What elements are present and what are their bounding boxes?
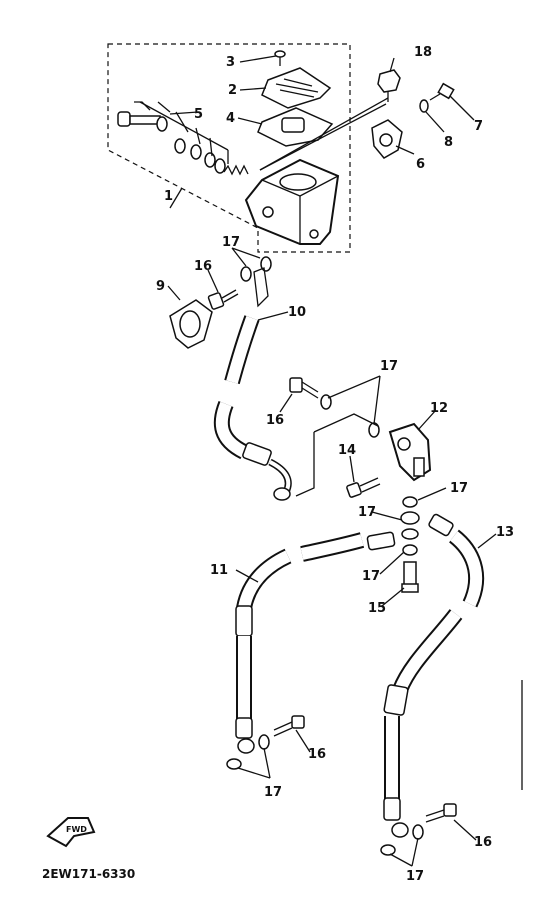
part-reservoir-cap bbox=[261, 67, 332, 109]
part-washer-left-a bbox=[226, 758, 242, 770]
part-washer-right-b bbox=[412, 824, 424, 840]
callout-13: 13 bbox=[496, 525, 514, 540]
callout-2: 2 bbox=[228, 83, 237, 98]
callout-17-top: 17 bbox=[222, 235, 240, 250]
callout-17-lower: 17 bbox=[362, 569, 380, 584]
callout-10: 10 bbox=[288, 305, 306, 320]
callout-3: 3 bbox=[226, 55, 235, 70]
callout-17-center: 17 bbox=[358, 505, 376, 520]
part-brake-joint bbox=[388, 422, 432, 482]
callout-14: 14 bbox=[338, 443, 356, 458]
callout-1: 1 bbox=[164, 189, 173, 204]
callout-17-joint: 17 bbox=[450, 481, 468, 496]
part-piston-kit bbox=[117, 101, 249, 176]
part-rubber-cover bbox=[169, 299, 213, 349]
part-holder bbox=[371, 119, 403, 159]
part-union-bolt-right bbox=[425, 803, 457, 823]
part-diaphragm bbox=[257, 107, 334, 147]
part-brake-hose-upper bbox=[213, 267, 292, 501]
part-washer-mid-a bbox=[320, 394, 332, 410]
callout-5: 5 bbox=[194, 107, 203, 122]
callout-9: 9 bbox=[156, 279, 165, 294]
part-washer-right-a bbox=[380, 844, 396, 856]
callout-16-left: 16 bbox=[308, 747, 326, 762]
callout-7: 7 bbox=[474, 119, 483, 134]
callout-16-mid: 16 bbox=[266, 413, 284, 428]
callout-17-left: 17 bbox=[264, 785, 282, 800]
callout-16-top: 16 bbox=[194, 259, 212, 274]
assembly-boundary bbox=[107, 43, 351, 253]
part-bolt-7 bbox=[429, 82, 455, 101]
callout-17-mid: 17 bbox=[380, 359, 398, 374]
part-cap-bolt bbox=[377, 69, 401, 102]
part-brake-hose-right bbox=[383, 513, 485, 838]
callout-12: 12 bbox=[430, 401, 448, 416]
callout-6: 6 bbox=[416, 157, 425, 172]
callout-4: 4 bbox=[226, 111, 235, 126]
part-union-bolt-mid bbox=[289, 377, 319, 399]
part-washer-8 bbox=[419, 99, 429, 113]
part-screw bbox=[274, 50, 286, 66]
part-bolt-14 bbox=[346, 477, 381, 498]
diagram-code: 2EW171-6330 bbox=[42, 867, 135, 881]
callout-17-right: 17 bbox=[406, 869, 424, 884]
forward-label: FWD bbox=[66, 825, 87, 834]
callout-15: 15 bbox=[368, 601, 386, 616]
part-union-bolt-left bbox=[273, 715, 305, 737]
part-union-bolt-top bbox=[207, 289, 239, 310]
part-washer-left-b bbox=[258, 734, 270, 750]
part-master-cylinder bbox=[244, 97, 389, 245]
part-washer-top-a bbox=[240, 266, 252, 282]
part-brake-hose-left bbox=[235, 531, 396, 754]
callout-16-right: 16 bbox=[474, 835, 492, 850]
leader-lines bbox=[167, 55, 497, 867]
part-center-junction bbox=[400, 496, 420, 593]
connector-line-mid bbox=[295, 413, 379, 497]
callout-18: 18 bbox=[414, 45, 432, 60]
callout-8: 8 bbox=[444, 135, 453, 150]
callout-11: 11 bbox=[210, 563, 228, 578]
forward-arrow-badge: FWD bbox=[46, 817, 96, 848]
